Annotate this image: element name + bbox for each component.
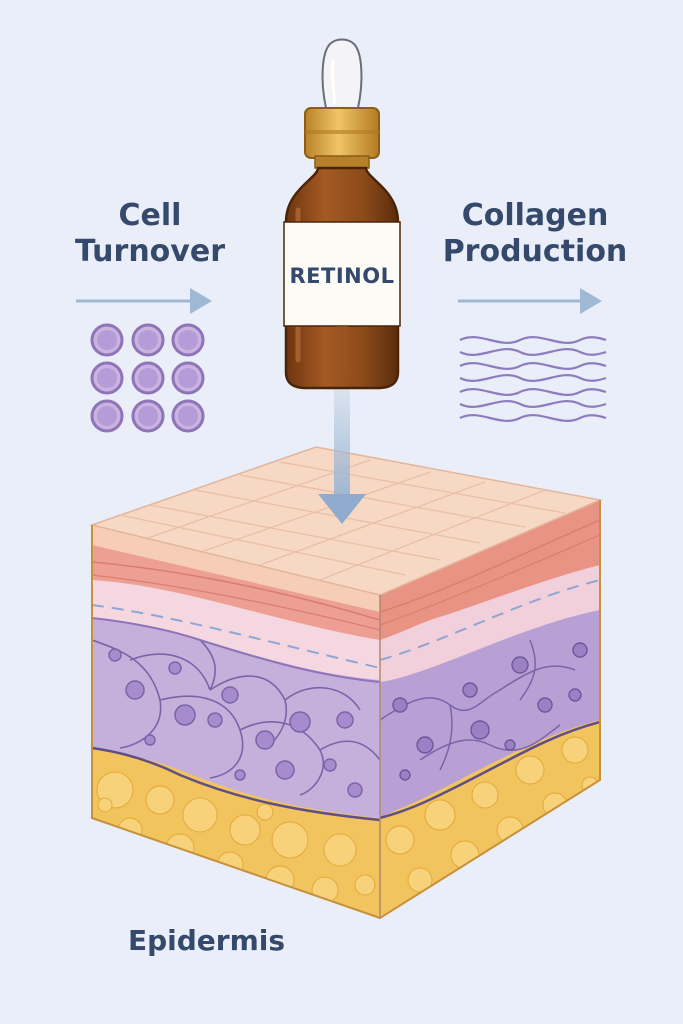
right-arrow-icon xyxy=(458,288,602,314)
bottle-label: RETINOL xyxy=(290,264,395,288)
retinol-bottle: RETINOL xyxy=(283,38,401,390)
right-arrow-icon xyxy=(76,288,212,314)
epidermis-label: Epidermis xyxy=(128,924,286,957)
skin-top-surface xyxy=(89,446,603,596)
cell-nuclei-front xyxy=(108,648,363,798)
collagen-fibers-icon xyxy=(459,336,607,422)
cell-turnover-label: Cell Turnover xyxy=(75,198,225,269)
skin-front-face xyxy=(92,525,380,918)
cell-nuclei-side xyxy=(392,642,588,781)
skin-cross-section xyxy=(89,446,603,920)
down-arrow-icon xyxy=(318,388,366,524)
collagen-production-label: Collagen Production xyxy=(442,198,628,269)
